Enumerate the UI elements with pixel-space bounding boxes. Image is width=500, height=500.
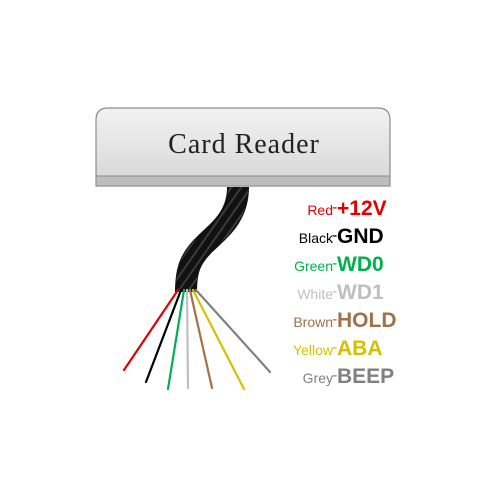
wire-color-label: Green <box>294 258 333 274</box>
wire-label-row: Grey-BEEP <box>270 364 470 390</box>
wire-line <box>144 288 183 384</box>
wire-label-row: Red-+12V <box>270 196 470 222</box>
wire-dash: - <box>332 311 338 328</box>
wire-dash: - <box>332 255 338 272</box>
wire-dash: - <box>332 199 338 216</box>
wire-label-row: Brown-HOLD <box>270 308 470 334</box>
wire-color-label: Black <box>298 230 333 246</box>
wire-color-label: White <box>297 286 333 302</box>
wire-color-label: Brown <box>293 314 333 330</box>
wire-signal-label: BEEP <box>337 365 395 388</box>
wire-signal-label: WD1 <box>337 281 384 304</box>
wire-line <box>122 288 180 372</box>
wire-line <box>194 288 272 374</box>
wire-signal-label: WD0 <box>337 253 384 276</box>
wire-dash: - <box>332 227 338 244</box>
wire-line <box>191 288 246 391</box>
wire-dash: - <box>332 367 338 384</box>
wire-line <box>166 288 186 391</box>
wire-dash: - <box>332 339 338 356</box>
wire-fan <box>122 288 272 391</box>
wire-dash: - <box>332 283 338 300</box>
wire-label-row: Yellow-ABA <box>270 336 470 362</box>
card-reader-body: Card Reader <box>95 107 391 187</box>
wire-signal-label: +12V <box>337 197 387 220</box>
wire-color-label: Grey <box>302 370 333 386</box>
wire-signal-label: HOLD <box>337 309 397 332</box>
wire-signal-label: GND <box>337 225 384 248</box>
wire-line <box>185 288 190 390</box>
wire-signal-label: ABA <box>337 337 383 360</box>
wire-color-label: Yellow <box>293 342 333 358</box>
wire-color-label: Red <box>307 202 333 218</box>
card-reader-title: Card Reader <box>168 129 320 160</box>
wire-label-row: White-WD1 <box>270 280 470 306</box>
wire-line <box>188 288 214 390</box>
wire-label-row: Green-WD0 <box>270 252 470 278</box>
wire-label-row: Black-GND <box>270 224 470 250</box>
